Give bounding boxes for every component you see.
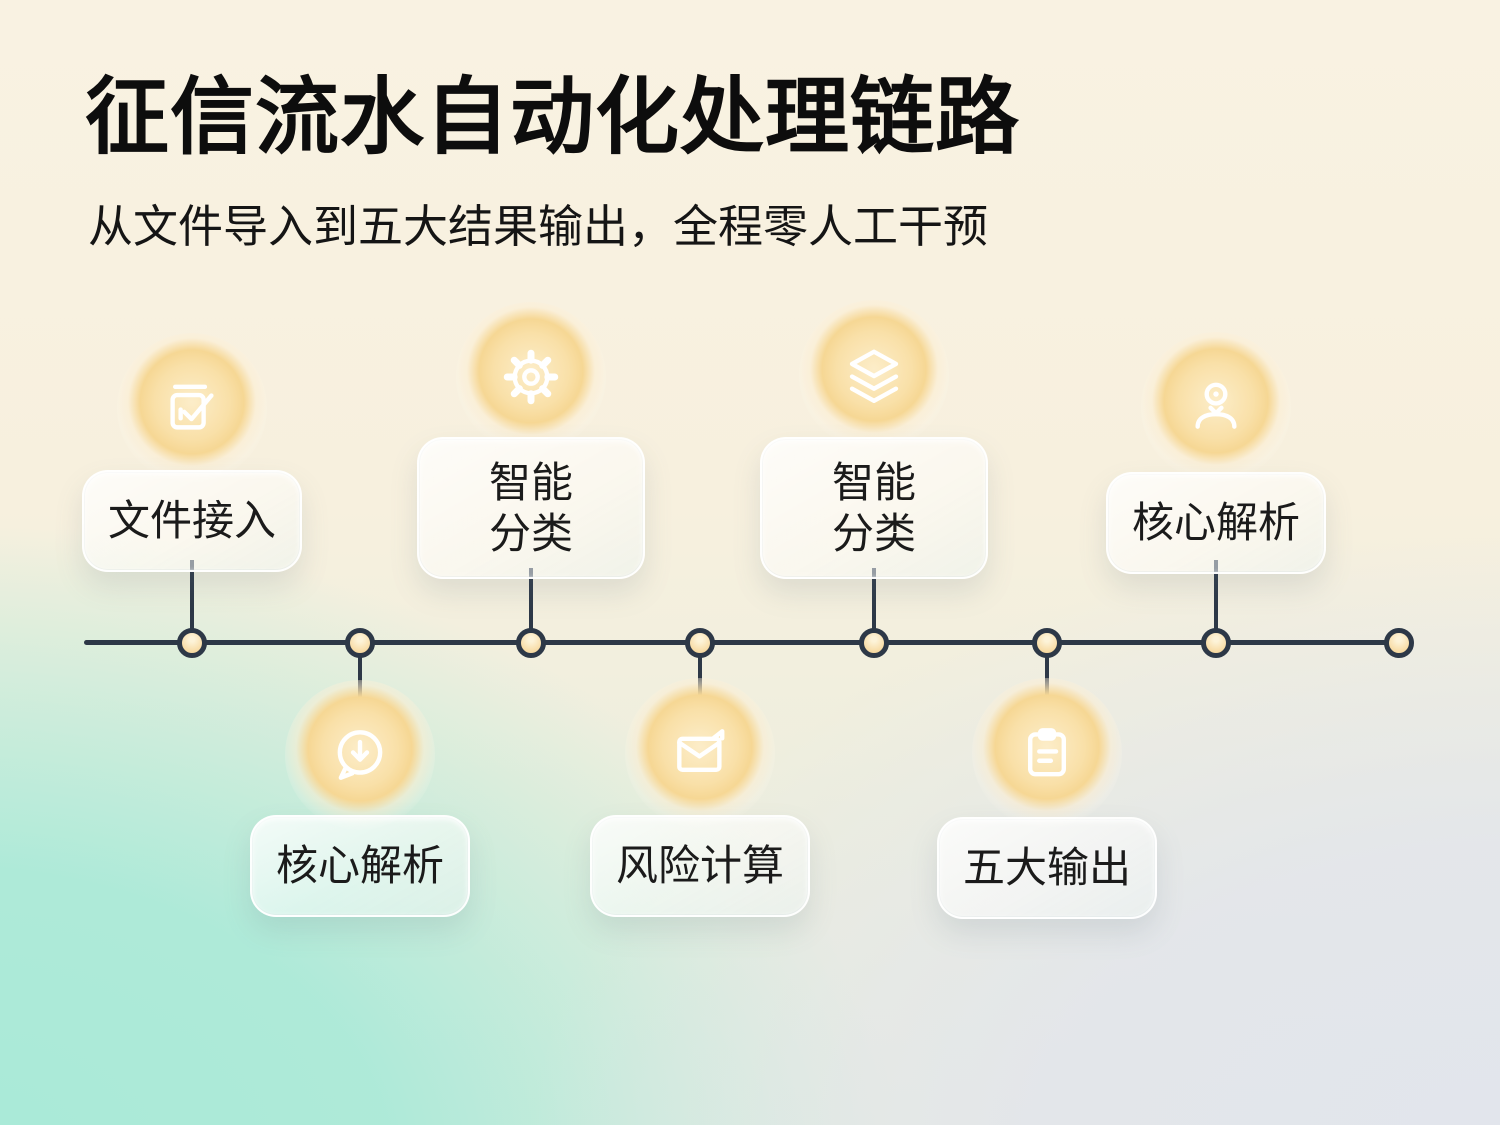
icon-glow xyxy=(625,678,775,828)
step-card: 核心解析 xyxy=(250,815,470,917)
user-icon xyxy=(1195,382,1237,429)
connector-line xyxy=(190,560,194,646)
timeline-dot xyxy=(685,628,715,658)
layers-icon xyxy=(849,349,899,404)
mail-icon xyxy=(677,729,725,772)
step-label: 智能 xyxy=(488,458,573,506)
timeline-dot xyxy=(859,628,889,658)
icon-glow xyxy=(456,302,606,452)
icon-glow xyxy=(799,300,949,450)
timeline-line xyxy=(84,640,1402,645)
page-title: 征信流水自动化处理链路 xyxy=(85,70,1021,164)
clipboard-list-icon xyxy=(1028,728,1066,777)
icon-glow xyxy=(117,333,267,483)
step-card: 核心解析 xyxy=(1106,472,1326,574)
icon-glow xyxy=(285,680,435,830)
step-label: 核心解析 xyxy=(275,842,444,890)
icon-glow xyxy=(1141,332,1291,482)
connector-line xyxy=(872,568,876,646)
gear-icon xyxy=(503,349,559,405)
icon-glow xyxy=(972,678,1122,828)
step-card: 文件接入 xyxy=(82,470,302,572)
timeline-dot xyxy=(345,628,375,658)
clipboard-check-icon xyxy=(170,384,214,430)
step-card: 风险计算 xyxy=(590,815,810,917)
step-label: 风险计算 xyxy=(615,842,784,890)
step-label: 智能 xyxy=(831,458,916,506)
timeline-dot xyxy=(516,628,546,658)
connector-line xyxy=(358,645,362,711)
timeline-dot xyxy=(1201,628,1231,658)
step-label: 文件接入 xyxy=(107,497,276,545)
step-card: 智能 分类 xyxy=(760,437,988,579)
chat-download-icon xyxy=(337,730,383,780)
step-label: 五大输出 xyxy=(962,844,1131,892)
step-card: 五大输出 xyxy=(937,817,1157,919)
step-label: 分类 xyxy=(831,510,916,557)
timeline-dot xyxy=(177,628,207,658)
step-card: 智能 分类 xyxy=(417,437,645,579)
step-label: 分类 xyxy=(488,510,573,557)
timeline-dot xyxy=(1032,628,1062,658)
step-label: 核心解析 xyxy=(1131,499,1300,547)
connector-line xyxy=(1214,560,1218,646)
page-subtitle: 从文件导入到五大结果输出，全程零人工干预 xyxy=(88,201,989,252)
timeline-end-dot xyxy=(1384,628,1414,658)
connector-line xyxy=(529,568,533,646)
